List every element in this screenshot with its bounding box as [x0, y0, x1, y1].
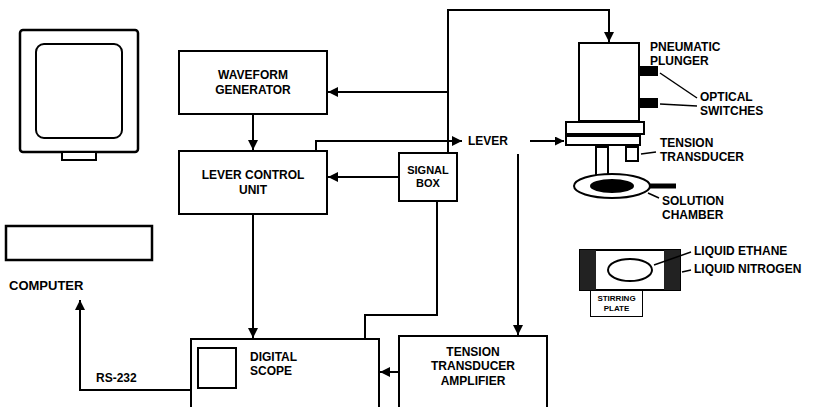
- signal-line: [252, 215, 254, 338]
- part-label: LIQUID ETHANE: [694, 244, 787, 258]
- process-box: SIGNAL BOX: [398, 152, 458, 202]
- tension-transducer: [626, 147, 638, 161]
- box-label: TENSION TRANSDUCER AMPLIFIER: [423, 345, 523, 388]
- stirring-plate: STIRRING PLATE: [590, 290, 643, 317]
- solution-chamber: [574, 174, 650, 198]
- cryogen-container: [580, 250, 680, 290]
- leader-line: [648, 193, 659, 198]
- leader-arrow: [530, 140, 564, 142]
- box-label: PNEUMATIC PLUNGER: [650, 40, 740, 69]
- optical-switch: [640, 98, 658, 108]
- scope-screen: [198, 348, 236, 388]
- chamber-solution: [590, 179, 634, 193]
- keyboard: [6, 226, 152, 260]
- leader-line: [654, 252, 691, 265]
- leader-line: [641, 152, 656, 154]
- leader-line: [682, 270, 691, 272]
- fiber-holder: [596, 147, 608, 177]
- part-label: LIQUID NITROGEN: [694, 262, 801, 276]
- liquid-nitrogen-band: [580, 250, 596, 290]
- signal-line: [316, 141, 462, 150]
- part-name: LEVER: [466, 131, 526, 151]
- chamber-handle: [650, 184, 676, 189]
- signal-line: [252, 115, 254, 150]
- leader-line: [660, 73, 697, 98]
- part-label: OPTICAL SWITCHES: [700, 90, 785, 119]
- box-label: LEVER CONTROL UNIT: [198, 168, 308, 197]
- edge-label: RS-232: [94, 371, 139, 385]
- signal-line: [448, 10, 609, 152]
- process-box: LEVER CONTROL UNIT: [178, 150, 328, 215]
- monitor-case: [20, 30, 138, 152]
- part-label: SOLUTION CHAMBER: [662, 194, 752, 223]
- signal-line: [80, 300, 190, 390]
- leader-line: [660, 104, 697, 106]
- box-label: COMPUTER: [9, 278, 83, 294]
- box-label: STIRRING PLATE: [594, 294, 640, 313]
- signal-line: [380, 371, 398, 373]
- signal-line: [517, 154, 519, 335]
- box-label: SIGNAL BOX: [404, 164, 452, 190]
- plunger-base: [566, 122, 644, 134]
- signal-line: [328, 176, 398, 178]
- plunger-box: PNEUMATIC PLUNGER: [578, 42, 640, 122]
- part-label: TENSION TRANSDUCER: [660, 136, 755, 165]
- signal-line: [365, 202, 437, 338]
- instrument-box: TENSION TRANSDUCER AMPLIFIER: [398, 335, 548, 407]
- lever-bar: [566, 136, 640, 145]
- computer-icon: COMPUTER: [5, 25, 155, 300]
- process-box: WAVEFORM GENERATOR: [178, 50, 328, 115]
- box-label: LEVER: [468, 134, 508, 148]
- signal-line: [328, 92, 448, 152]
- instrument-box: DIGITAL SCOPE: [190, 338, 380, 407]
- ethane-cup: [608, 259, 652, 281]
- monitor-screen: [36, 44, 122, 138]
- monitor-stand: [62, 152, 96, 160]
- box-label: DIGITAL SCOPE: [250, 350, 340, 379]
- box-label: WAVEFORM GENERATOR: [198, 68, 308, 97]
